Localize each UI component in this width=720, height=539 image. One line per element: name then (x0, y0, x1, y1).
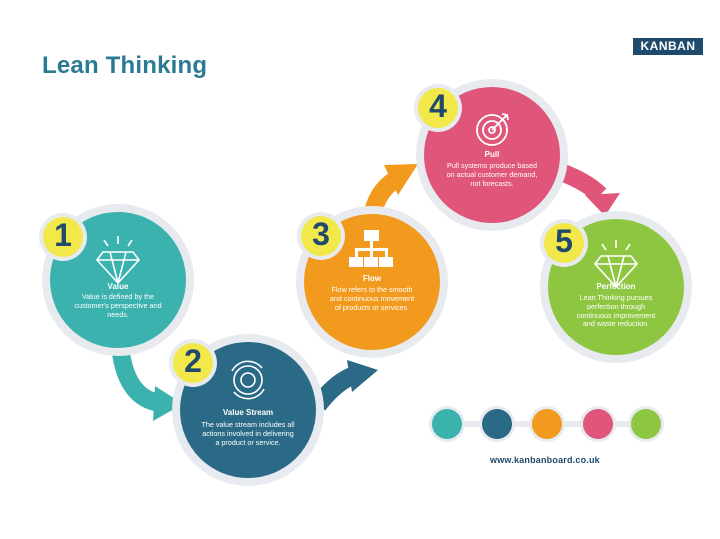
legend-dot-3 (532, 409, 562, 439)
legend-dot-4 (583, 409, 613, 439)
legend-dot-5 (631, 409, 661, 439)
flowchart-icon (349, 230, 393, 267)
step-4-description: Pull systems produce based on actual cus… (446, 161, 538, 188)
step-5-number: 5 (555, 223, 573, 259)
step-2-number: 2 (184, 343, 202, 379)
color-legend-dots (429, 406, 664, 442)
step-2-title: Value Stream (222, 408, 274, 417)
diamond-icon (95, 236, 141, 285)
website-url: www.kanbanboard.co.uk (490, 455, 600, 465)
arrow-2-to-3 (310, 360, 378, 411)
step-2-description: The value stream includes all actions in… (201, 420, 295, 447)
diamond-icon (593, 240, 639, 289)
legend-dot-1 (432, 409, 462, 439)
step-4-title: Pull (484, 150, 500, 159)
step-1-number: 1 (54, 217, 72, 253)
step-5-title: Perfection (596, 282, 636, 291)
step-3-number: 3 (312, 216, 330, 252)
kanban-logo: KANBAN (633, 38, 703, 55)
step-4-number: 4 (429, 88, 447, 124)
step-3-description: Flow refers to the smooth and continuous… (329, 285, 415, 312)
target-icon (476, 113, 509, 146)
step-3-title: Flow (362, 274, 382, 283)
cycle-gear-icon (231, 360, 265, 400)
page-title: Lean Thinking (42, 52, 208, 79)
step-5-description: Lean Thinking pursues perfection through… (576, 293, 656, 329)
step-1-description: Value is defined by the customer's persp… (74, 292, 162, 319)
step-1-title: Value (107, 282, 129, 291)
legend-dot-2 (482, 409, 512, 439)
